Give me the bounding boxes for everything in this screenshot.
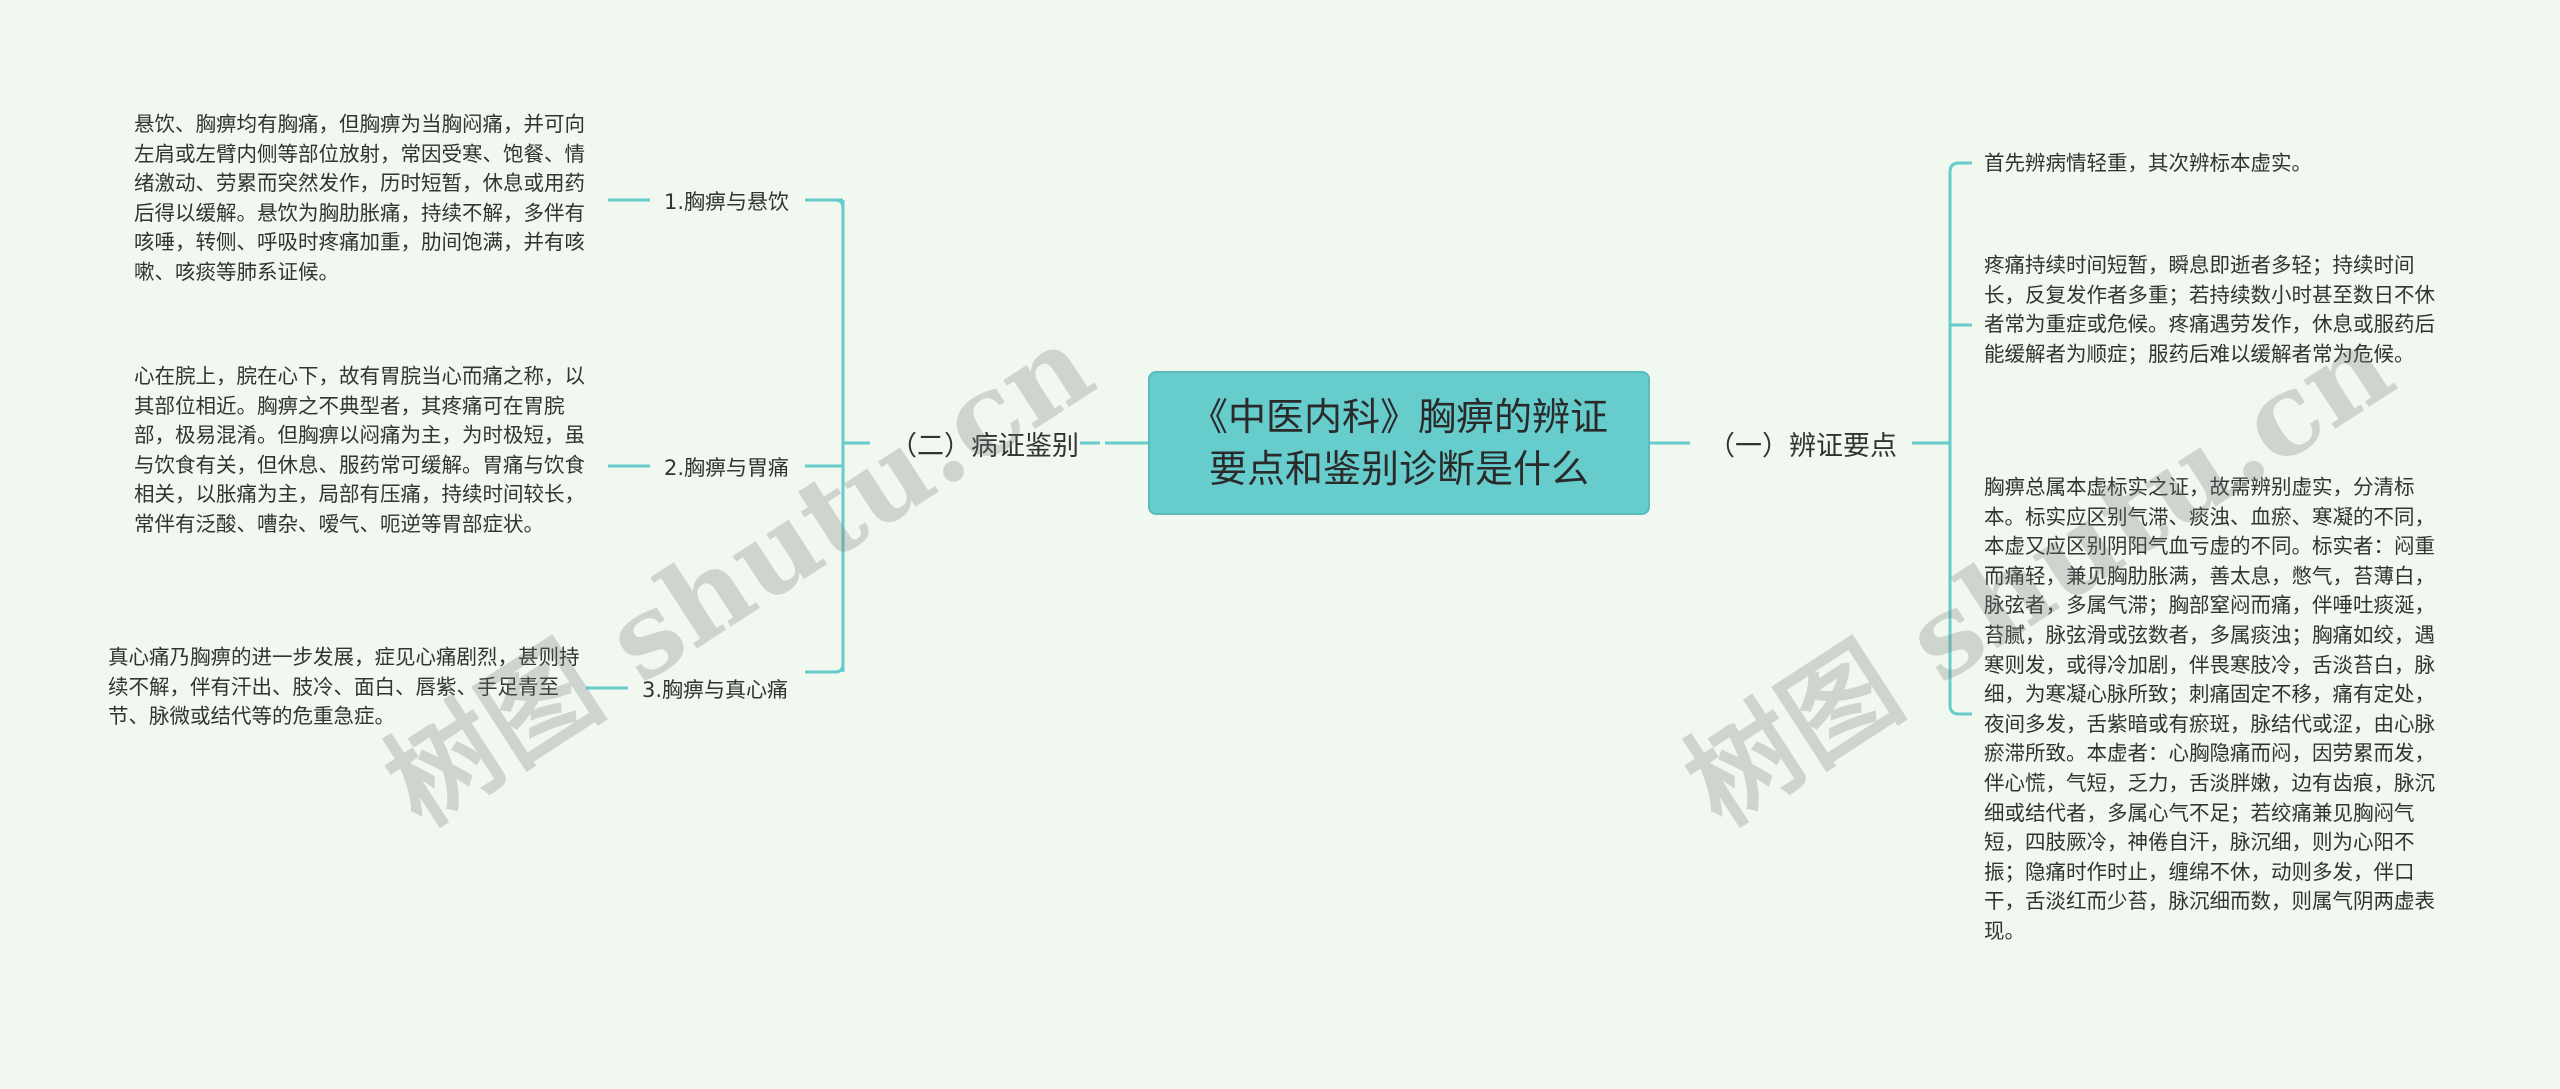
leaf-text: 悬饮、胸痹均有胸痛，但胸痹为当胸闷痛，并可向左肩或左臂内侧等部位放射，常因受寒、… [134,112,585,284]
root-topic[interactable]: 《中医内科》胸痹的辨证要点和鉴别诊断是什么 [1148,371,1650,515]
branch-label: （一）辨证要点 [1708,431,1897,462]
sub-topic-3[interactable]: 3.胸痹与真心痛 [642,674,788,704]
leaf-text: 首先辨病情轻重，其次辨标本虚实。 [1984,151,2312,175]
right-leaf-1: 首先辨病情轻重，其次辨标本虚实。 [1984,149,2454,179]
right-leaf-2: 疼痛持续时间短暂，瞬息即逝者多轻；持续时间长，反复发作者多重；若持续数小时甚至数… [1984,251,2454,369]
sub-topic-2[interactable]: 2.胸痹与胃痛 [664,452,789,482]
sub-topic-label: 2.胸痹与胃痛 [664,456,790,480]
sub-topic-1[interactable]: 1.胸痹与悬饮 [664,186,789,216]
right-leaf-3: 胸痹总属本虚标实之证，故需辨别虚实，分清标本。标实应区别气滞、痰浊、血瘀、寒凝的… [1984,473,2454,947]
branch-key-points[interactable]: （一）辨证要点 [1708,424,1897,463]
branch-label: （二）病证鉴别 [890,431,1079,462]
leaf-text-1: 悬饮、胸痹均有胸痛，但胸痹为当胸闷痛，并可向左肩或左臂内侧等部位放射，常因受寒、… [134,110,604,288]
sub-topic-label: 3.胸痹与真心痛 [642,678,789,702]
branch-differential-diagnosis[interactable]: （二）病证鉴别 [890,424,1079,463]
leaf-text: 胸痹总属本虚标实之证，故需辨别虚实，分清标本。标实应区别气滞、痰浊、血瘀、寒凝的… [1984,475,2435,943]
right-bracket-bottom [1948,443,1972,716]
leaf-text-3: 真心痛乃胸痹的进一步发展，症见心痛剧烈，甚则持续不解，伴有汗出、肢冷、面白、唇紫… [108,643,580,732]
sub-topic-label: 1.胸痹与悬饮 [664,190,790,214]
leaf-text: 真心痛乃胸痹的进一步发展，症见心痛剧烈，甚则持续不解，伴有汗出、肢冷、面白、唇紫… [108,645,580,729]
leaf-text: 疼痛持续时间短暂，瞬息即逝者多轻；持续时间长，反复发作者多重；若持续数小时甚至数… [1984,253,2435,366]
leaf-text-2: 心在脘上，脘在心下，故有胃脘当心而痛之称，以其部位相近。胸痹之不典型者，其疼痛可… [134,362,604,540]
left-bracket [834,198,870,674]
root-title: 《中医内科》胸痹的辨证要点和鉴别诊断是什么 [1189,395,1608,491]
leaf-text: 心在脘上，脘在心下，故有胃脘当心而痛之称，以其部位相近。胸痹之不典型者，其疼痛可… [134,364,585,536]
right-bracket-top [1948,161,1972,443]
